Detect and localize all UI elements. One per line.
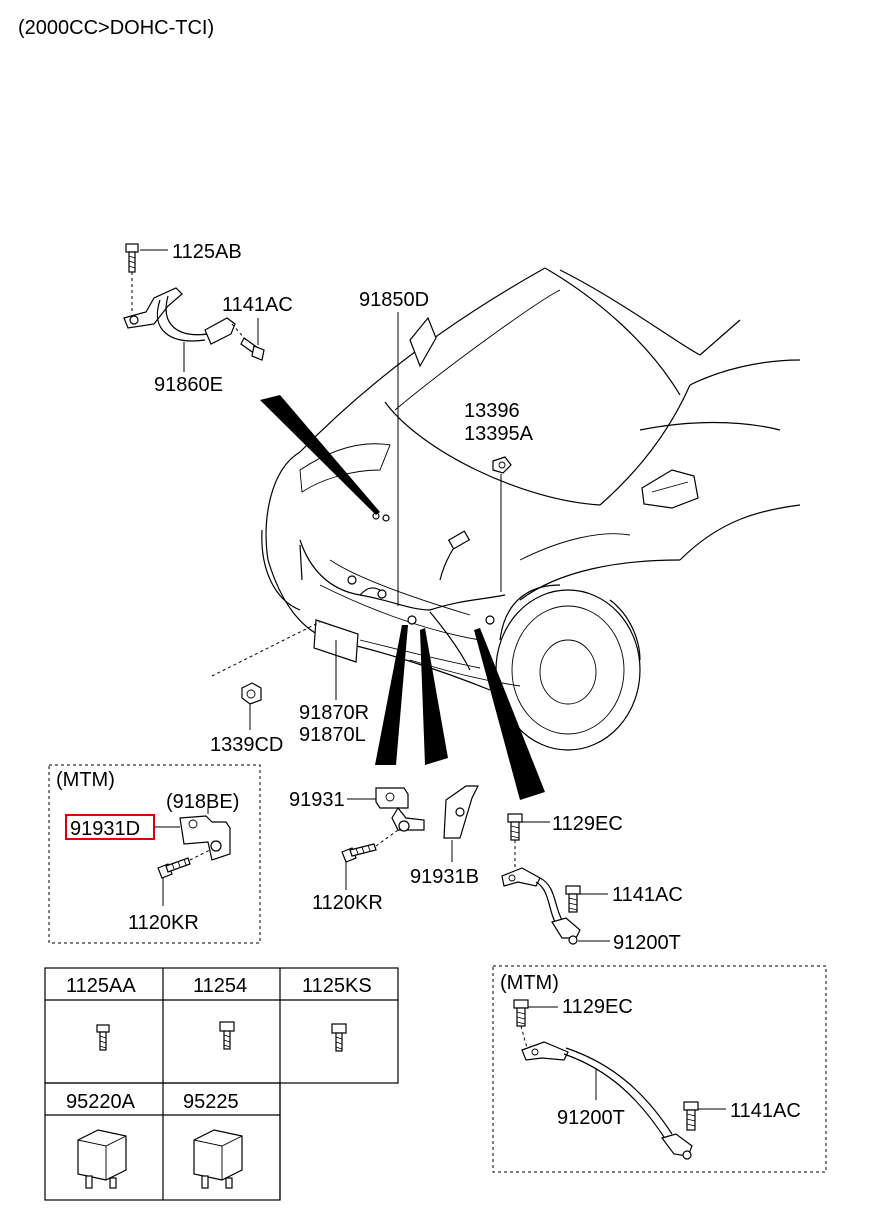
label-13395A: 13395A — [464, 423, 534, 445]
label-91931: 91931 — [289, 789, 345, 811]
ground-cable-middle: 1129EC 1141AC 91200T — [501, 813, 683, 954]
bolt-icon — [125, 243, 139, 312]
bolt-icon — [565, 885, 581, 913]
bracket-group-middle: 91931 91931B 1120KR — [289, 785, 479, 914]
label-1120KR-mtm: 1120KR — [128, 912, 199, 934]
bolt-icon — [219, 1021, 235, 1050]
label-1129EC-mtm: 1129EC — [562, 996, 633, 1018]
label-1125AB: 1125AB — [172, 241, 242, 263]
ground-cable-top-assembly: 1125AB 1141AC 91860E — [123, 241, 293, 396]
mtm-left-title: (MTM) — [56, 769, 115, 791]
relay-icon — [77, 1129, 127, 1189]
label-13396: 13396 — [464, 400, 520, 422]
callout-wedge-bracket-a — [375, 625, 408, 765]
bolt-icon — [507, 813, 523, 841]
label-1141AC-mid: 1141AC — [612, 884, 683, 906]
label-1141AC-mtm: 1141AC — [730, 1100, 801, 1122]
label-91200T-mtm: 91200T — [557, 1107, 625, 1129]
label-918BE: (918BE) — [166, 791, 239, 813]
bolt-icon — [683, 1101, 699, 1131]
vehicle-front-illustration — [261, 267, 801, 751]
bolt-icon — [331, 1023, 347, 1052]
label-91860E: 91860E — [154, 374, 223, 396]
bolt-icon — [513, 999, 529, 1027]
label-1129EC-mid: 1129EC — [552, 813, 623, 835]
bolt-icon — [157, 857, 191, 879]
label-91870L: 91870L — [299, 724, 366, 746]
table-cell-95220A: 95220A — [66, 1091, 136, 1113]
label-91931D: 91931D — [70, 818, 140, 840]
label-91850D: 91850D — [359, 289, 429, 311]
nut-icon — [492, 456, 512, 474]
bolt-icon — [240, 337, 265, 361]
bolt-icon — [96, 1024, 110, 1051]
bolt-icon — [341, 843, 377, 863]
label-1339CD: 1339CD — [210, 734, 283, 756]
table-cell-1125AA: 1125AA — [66, 975, 136, 997]
label-1120KR: 1120KR — [312, 892, 383, 914]
label-91870R: 91870R — [299, 702, 369, 724]
mtm-left-panel: (MTM) (918BE) 91931D 1120KR — [48, 764, 261, 944]
label-91931B: 91931B — [410, 866, 479, 888]
table-cell-1125KS: 1125KS — [302, 975, 372, 997]
label-91200T-mid: 91200T — [613, 932, 681, 954]
callout-wedge-ground — [474, 628, 545, 800]
relay-icon — [193, 1129, 243, 1189]
table-cell-11254: 11254 — [193, 975, 247, 997]
callout-wedge-bracket-b — [420, 628, 448, 765]
mtm-right-title: (MTM) — [500, 972, 559, 994]
nut-icon — [241, 682, 262, 705]
parts-table: 1125AA 11254 1125KS 95220A 95225 — [44, 967, 399, 1201]
table-cell-95225: 95225 — [183, 1091, 239, 1113]
callout-wedge-hood — [260, 395, 380, 515]
engine-spec-title: (2000CC>DOHC-TCI) — [18, 17, 214, 39]
label-1141AC-top: 1141AC — [222, 294, 293, 316]
mtm-right-panel: (MTM) 1129EC 91200T 1141AC — [492, 965, 827, 1173]
